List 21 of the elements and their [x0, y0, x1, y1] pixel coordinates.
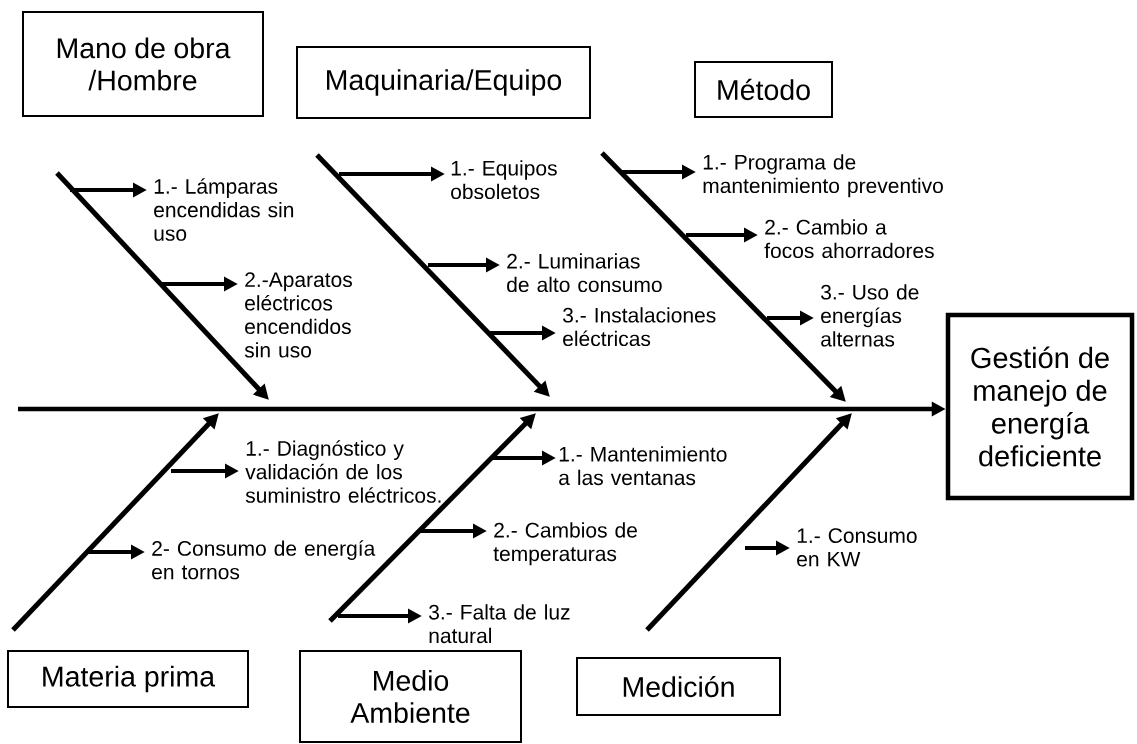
cause-text: 2- Consumo de energía en tornos — [152, 540, 376, 580]
cause-text: 3.- Falta de luz natural — [429, 604, 570, 644]
cause-text: 2.- Cambio a focos ahorradores — [764, 219, 934, 259]
cause-text: 2.- Cambios de temperaturas — [493, 522, 637, 566]
cause-text: 1.- Diagnóstico y validación de los suministro eléctricos. — [245, 440, 441, 503]
effect-box: Gestión de manejo de energía deficiente — [945, 312, 1135, 501]
category-box: Medición — [576, 657, 781, 716]
cause-text: 3.- Instalaciones eléctricas — [563, 307, 716, 347]
category-box: Método — [694, 61, 833, 118]
cause-text: 1.- Programa de mantenimiento preventivo — [703, 154, 943, 198]
category-box: Medio Ambiente — [299, 650, 522, 743]
cause-text: 3.- Uso de energías alternas — [821, 284, 919, 347]
cause-text: 2.-Aparatos eléctricos encendidos sin uso — [244, 272, 352, 358]
cause-text: 1.- Equipos obsoletos — [451, 160, 557, 200]
category-box: Materia prima — [7, 650, 249, 708]
cause-text: 1.- Mantenimiento a las ventanas — [559, 446, 727, 486]
cause-text: 1.- Lámparas encendidas sin uso — [154, 178, 294, 241]
category-box: Mano de obra /Hombre — [22, 11, 264, 117]
category-box: Maquinaria/Equipo — [296, 46, 591, 119]
cause-text: 2.- Luminarias de alto consumo — [507, 253, 662, 293]
cause-text: 1.- Consumo en KW — [797, 528, 917, 567]
